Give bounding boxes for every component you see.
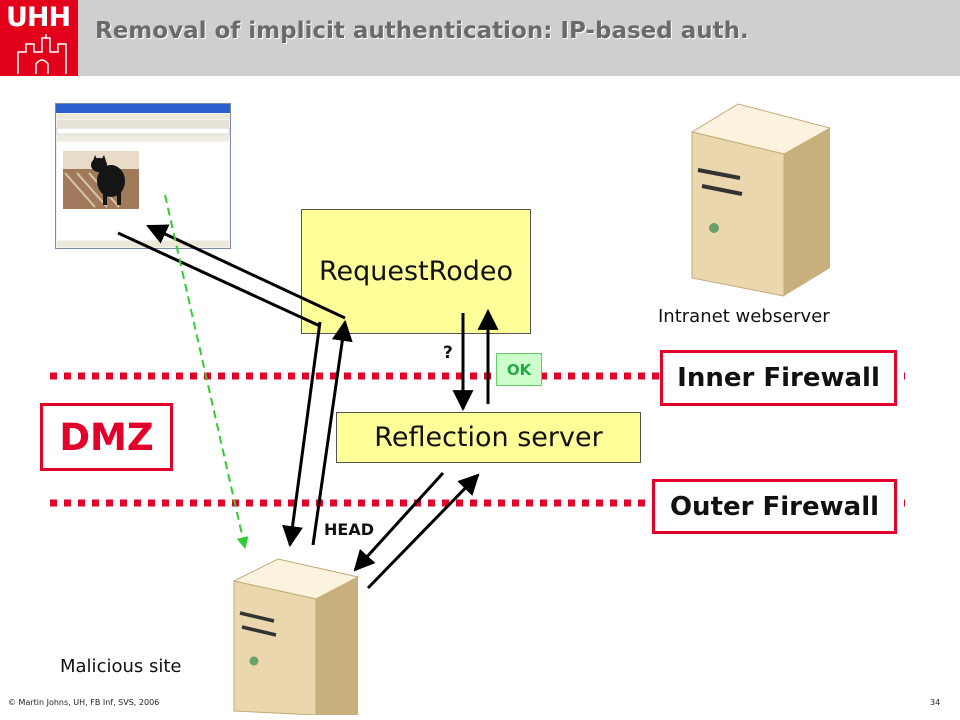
intranet-webserver-label: Intranet webserver (658, 306, 830, 327)
head-request-label: HEAD (324, 520, 374, 539)
inner-firewall-label: Inner Firewall (660, 350, 897, 406)
malicious-site-label: Malicious site (60, 656, 182, 677)
malicious-server-icon (232, 558, 360, 715)
reflection-server-box: Reflection server (336, 412, 641, 463)
uhh-logo: UHH (0, 0, 78, 76)
browser-window-thumbnail (55, 103, 231, 249)
arrow-malicious-to-reflection (366, 473, 480, 590)
header-bar: UHH Removal of implicit authentication: … (0, 0, 960, 76)
dmz-label: DMZ (40, 403, 173, 471)
page-title: Removal of implicit authentication: IP-b… (95, 18, 749, 44)
castle-icon (17, 34, 67, 74)
outer-firewall-label: Outer Firewall (652, 479, 897, 534)
request-rodeo-box: RequestRodeo (301, 209, 531, 334)
question-mark-label: ? (443, 343, 453, 363)
footer-copyright: © Martin Johns, UH, FB Inf, SVS, 2006 (8, 698, 160, 707)
ok-badge: OK (496, 353, 542, 386)
intranet-server-icon (690, 103, 832, 297)
arrow-rodeo-to-malicious (282, 321, 322, 548)
logo-text: UHH (6, 2, 71, 33)
page-number: 34 (930, 698, 941, 707)
